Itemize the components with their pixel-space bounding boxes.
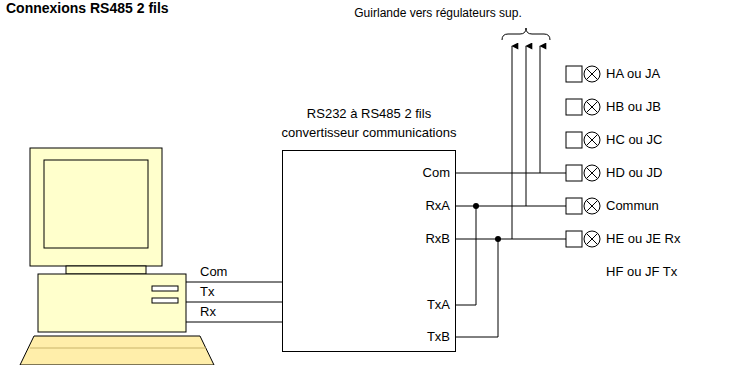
brace bbox=[502, 28, 550, 40]
terminal-cross bbox=[587, 201, 598, 212]
terminal-block bbox=[566, 66, 600, 247]
terminal-screw bbox=[584, 99, 600, 115]
pin-name: RxA bbox=[425, 199, 450, 214]
serial-wires bbox=[186, 282, 282, 322]
pin-name: TxA bbox=[427, 298, 450, 313]
terminal-cross bbox=[587, 69, 598, 80]
junction-dot bbox=[473, 203, 501, 242]
terminal-cross bbox=[587, 102, 598, 113]
terminal-screw bbox=[584, 66, 600, 82]
box-heading: RS232 à RS485 2 fils convertisseur commu… bbox=[274, 105, 464, 143]
terminal-name: HE ou JE Rx bbox=[606, 232, 680, 247]
terminal-screw bbox=[584, 231, 600, 247]
signal-name: Rx bbox=[200, 305, 216, 320]
terminal-name: HA ou JA bbox=[606, 67, 660, 82]
signal-name: Tx bbox=[200, 285, 214, 300]
chain-note: Guirlande vers régulateurs sup. bbox=[354, 7, 521, 21]
terminal-screw bbox=[584, 198, 600, 214]
terminal-cross bbox=[587, 234, 598, 245]
terminal-screw bbox=[584, 165, 600, 181]
terminal-square bbox=[566, 132, 582, 148]
converter-box: RS232 à RS485 2 fils convertisseur commu… bbox=[282, 150, 456, 352]
terminal-name: HF ou JF Tx bbox=[606, 265, 677, 280]
terminal-square bbox=[566, 66, 582, 82]
terminal-square bbox=[566, 165, 582, 181]
terminal-cross bbox=[587, 168, 598, 179]
terminal-name: HB ou JB bbox=[606, 100, 661, 115]
pin-name: TxB bbox=[427, 330, 450, 345]
terminal-name: HD ou JD bbox=[606, 166, 662, 181]
terminal-square bbox=[566, 99, 582, 115]
terminal-square bbox=[566, 231, 582, 247]
terminal-square bbox=[566, 198, 582, 214]
terminal-cross bbox=[587, 135, 598, 146]
terminal-name: HC ou JC bbox=[606, 133, 662, 148]
terminal-screw bbox=[584, 132, 600, 148]
computer-illustration bbox=[20, 148, 214, 365]
rs485-wires bbox=[456, 173, 566, 337]
diagram-title: Connexions RS485 2 fils bbox=[6, 0, 169, 16]
pin-name: RxB bbox=[425, 232, 450, 247]
signal-name: Com bbox=[200, 265, 227, 280]
pin-name: Com bbox=[423, 166, 450, 181]
daisy-chain-lines bbox=[512, 46, 540, 239]
terminal-name: Commun bbox=[606, 199, 659, 214]
